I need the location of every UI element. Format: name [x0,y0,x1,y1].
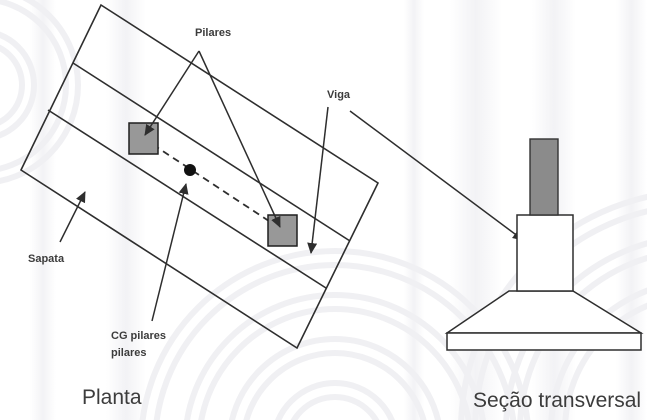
pillar-square-2 [267,214,298,247]
pilares-arrow-left [144,50,200,136]
cg-label-line1: CG pilares [111,330,166,342]
pilares-arrow-right [198,50,281,228]
pillar-square-1 [128,122,159,155]
viga-edge-line-2 [47,109,327,289]
watermark-streak [404,0,424,420]
viga-arrow-to-plan [307,106,329,254]
section-title: Seção transversal [473,389,641,412]
watermark-streak [106,0,146,420]
sapata-outline [19,3,380,350]
watermark-streak [30,0,56,420]
cross-section: Seção transversal [444,138,644,412]
viga-label: Viga [327,89,351,101]
pilares-label: Pilares [195,27,231,39]
cg-axis-dashed-line [142,137,285,232]
plan-view: Pilares Viga Sapata CG pilares pilares P… [19,3,524,409]
plan-title: Planta [82,386,142,409]
sapata-label: Sapata [28,253,65,265]
viga-arrow-to-section [349,110,524,241]
section-column [529,138,559,216]
sapata-arrow [59,191,86,243]
viga-edge-line-1 [72,62,351,242]
cg-label-line2: pilares [111,347,146,359]
cg-dot [184,164,196,176]
section-pedestal [516,214,574,292]
cg-arrow [151,183,189,322]
section-base-slab [446,332,642,351]
